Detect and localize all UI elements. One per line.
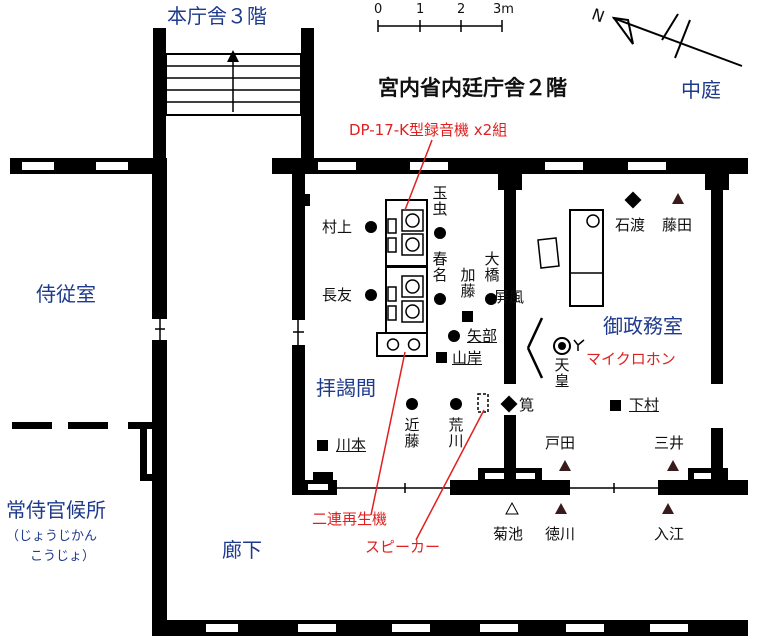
person-markers [317,191,684,515]
person-tokugawa: 徳川 [545,525,576,543]
person-kato: 加藤 [460,266,476,300]
recorder-units [376,199,428,357]
person-kan: 筧 [519,396,535,414]
audience-room-label: 拝謁間 [316,376,376,400]
compass-arrow-icon [611,13,743,67]
screen-label: 屏風 [494,288,525,306]
waiting-room-reading-2: こうじょ） [30,549,96,564]
person-haruna: 春名 [432,250,448,284]
bottom-wall [152,620,748,636]
person-yamagishi: 山岸 [452,349,483,367]
person-toda: 戸田 [545,434,576,452]
corridor-label: 廊下 [222,538,262,562]
person-emperor: 天皇 [554,356,570,390]
waiting-room-reading-1: （じょうじかん [6,529,98,544]
top-walls [10,158,748,174]
office-room-label: 御政務室 [603,314,683,338]
scale-tick-1: 1 [416,2,425,17]
person-yabe: 矢部 [467,327,498,345]
waiting-room-label: 常侍官候所 [6,498,106,522]
scale-tick-2: 2 [457,2,466,17]
person-ohashi: 大橋 [484,250,500,284]
person-kikuchi: 菊池 [493,525,524,543]
chamberlain-room-label: 侍従室 [36,282,96,306]
stairwell [153,28,314,158]
person-tamamushi: 玉虫 [432,184,448,218]
upper-floor-label: 本庁舎３階 [167,4,267,28]
page-title: 宮内省内廷庁舎２階 [378,76,567,100]
player-callout: 二連再生機 [312,510,388,528]
office-furniture [477,209,604,413]
courtyard-label: 中庭 [681,78,721,102]
person-nagatomo: 長友 [322,286,353,304]
person-arakawa: 荒川 [448,416,464,450]
person-mitsui: 三井 [654,434,685,452]
person-shimomura: 下村 [629,396,660,414]
person-fujita: 藤田 [662,216,693,234]
scale-tick-3: 3m [493,2,514,17]
callout-lines [370,139,485,541]
scale-bar [377,20,503,32]
recorder-callout: DP-17-K型録音機 x2組 [349,121,508,139]
speaker-callout: スピーカー [365,538,441,556]
person-ishiwata: 石渡 [615,216,646,234]
person-murakami: 村上 [322,218,353,236]
scale-tick-0: 0 [374,2,383,17]
person-kawamoto: 川本 [336,436,367,454]
room-walls [292,174,748,495]
corridor-walls [12,174,167,620]
microphone-callout: マイクロホン [586,350,676,368]
person-kondo: 近藤 [404,416,420,450]
person-irie: 入江 [654,525,685,543]
